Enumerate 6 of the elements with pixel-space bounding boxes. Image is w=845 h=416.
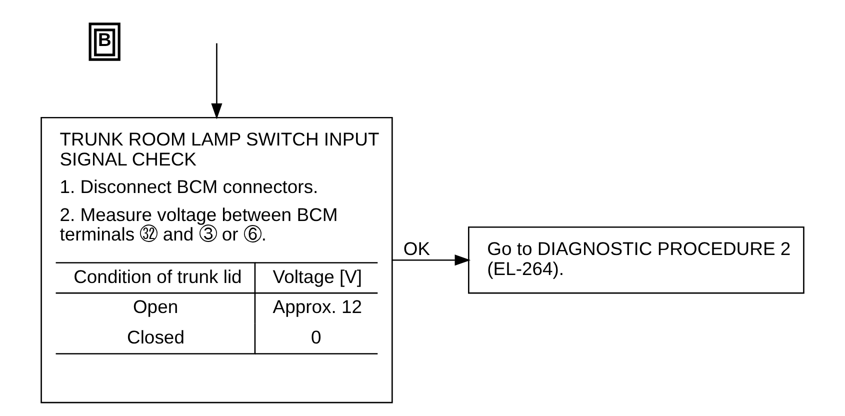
edge-label: OK [403, 238, 430, 260]
label: B [98, 29, 112, 50]
node-box: Go to DIAGNOSTIC PROCEDURE 2 (EL-264). [468, 226, 804, 294]
arrow [211, 43, 222, 120]
node-box: TRUNK ROOM LAMP SWITCH INPUT SIGNAL CHECK 1. Disconnect BCM connectors. 2. Measure voltage between BCM terminals ㉜ and ③ or ⑥. Condition of trunk lid Voltage [V] Open Approx. 12 Closed 0 [40, 116, 393, 404]
arrow [392, 254, 471, 266]
